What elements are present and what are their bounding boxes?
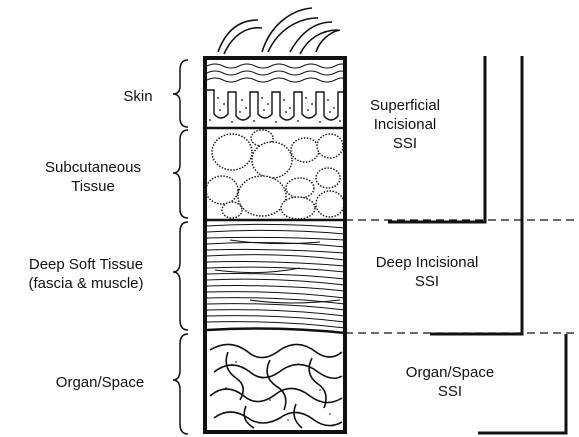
label-superficial-incisional-ssi: Superficial Incisional SSI: [350, 96, 460, 153]
brace-skin: [173, 60, 188, 127]
skin-layer-illustration: [205, 58, 345, 128]
fat-globules: [206, 130, 344, 219]
label-subcutaneous-tissue: Subcutaneous Tissue: [28, 158, 158, 196]
muscle-fibers: [207, 224, 345, 328]
hair-strands: [218, 8, 340, 54]
label-organ-space-ssi: Organ/Space SSI: [385, 363, 515, 401]
brace-deep-soft-tissue: [173, 222, 188, 330]
brace-subcutaneous: [173, 130, 188, 218]
organ-folds: [210, 344, 342, 428]
fascia-line: [207, 329, 345, 333]
label-skin: Skin: [118, 87, 158, 106]
label-organ-space: Organ/Space: [40, 373, 160, 392]
label-deep-incisional-ssi: Deep Incisional SSI: [352, 253, 502, 291]
label-deep-soft-tissue: Deep Soft Tissue (fascia & muscle): [6, 255, 166, 293]
layer-braces: [173, 60, 188, 434]
brace-organ-space: [173, 334, 188, 434]
